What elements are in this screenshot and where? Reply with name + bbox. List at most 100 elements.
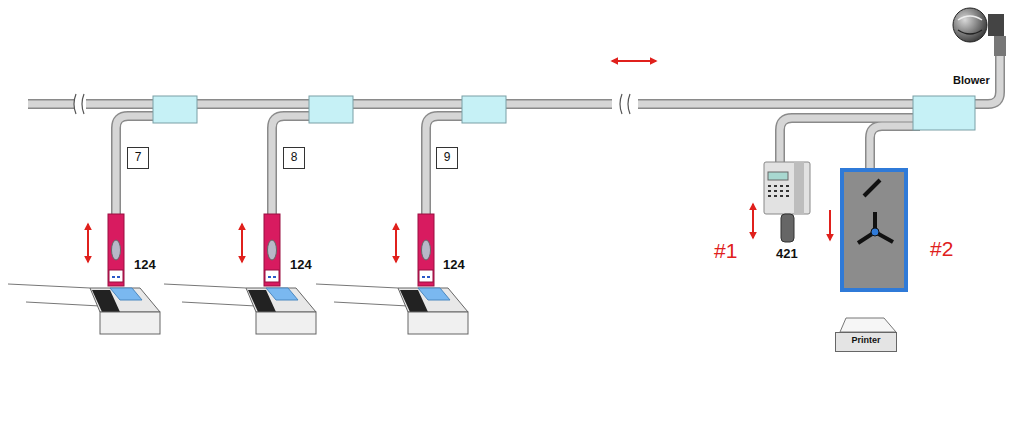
pipe bbox=[870, 126, 920, 172]
pipe bbox=[116, 116, 162, 216]
station-number-box: 9 bbox=[436, 147, 458, 169]
unit-key bbox=[768, 195, 771, 197]
device-window bbox=[422, 240, 431, 260]
device-led bbox=[422, 276, 425, 278]
station-number-box: 7 bbox=[127, 147, 149, 169]
device-led bbox=[112, 276, 115, 278]
glass-plate bbox=[418, 288, 450, 300]
device-led bbox=[427, 276, 430, 278]
conveyor-front bbox=[100, 312, 160, 334]
blower-fan-line bbox=[958, 30, 982, 34]
motion-arrow bbox=[395, 224, 397, 262]
device-body bbox=[264, 214, 280, 286]
device-window bbox=[112, 240, 121, 260]
motion-arrow bbox=[829, 210, 831, 240]
device-led bbox=[268, 276, 271, 278]
pipe-coupling bbox=[153, 96, 197, 123]
conveyor bbox=[316, 284, 468, 334]
glass-plate bbox=[266, 288, 298, 300]
blower-flange bbox=[988, 14, 1004, 36]
unit-key bbox=[786, 185, 789, 187]
printer-label: Printer bbox=[839, 336, 893, 346]
conveyor-top bbox=[398, 288, 468, 312]
unit-key bbox=[786, 195, 789, 197]
rail bbox=[182, 302, 256, 306]
pipe bbox=[28, 99, 74, 109]
conveyor-top bbox=[246, 288, 316, 312]
device-body bbox=[108, 214, 124, 286]
blower-fan-line bbox=[958, 16, 982, 20]
device-panel bbox=[265, 270, 279, 282]
station-device bbox=[418, 214, 434, 286]
printer-paper bbox=[840, 318, 896, 332]
unit-body bbox=[764, 162, 810, 214]
pipe-coupling bbox=[462, 96, 506, 123]
blower-neck bbox=[994, 36, 1006, 56]
device-name: Blower bbox=[953, 75, 990, 86]
break-line bbox=[82, 94, 84, 114]
conveyor bbox=[164, 284, 316, 334]
unit-key bbox=[774, 185, 777, 187]
pipe bbox=[272, 116, 318, 216]
motion-arrow bbox=[241, 224, 243, 262]
motion-arrows bbox=[88, 61, 830, 262]
station-device bbox=[264, 214, 280, 286]
callout-number: #2 bbox=[930, 238, 953, 259]
pipe bbox=[870, 126, 920, 172]
device-panel bbox=[419, 270, 433, 282]
pipe bbox=[426, 116, 470, 216]
unit-stripe bbox=[794, 162, 804, 214]
part-number: 124 bbox=[443, 258, 465, 271]
station-number: 7 bbox=[131, 151, 145, 164]
rotor-hub bbox=[871, 228, 879, 236]
rail bbox=[164, 284, 246, 288]
pipe bbox=[426, 116, 470, 216]
conveyor bbox=[8, 284, 160, 334]
pipe bbox=[272, 116, 318, 216]
unit-key bbox=[780, 195, 783, 197]
rail bbox=[334, 302, 408, 306]
part-number: 124 bbox=[290, 258, 312, 271]
unit-tube bbox=[781, 214, 794, 242]
glass-plate bbox=[110, 288, 142, 300]
unit-keys bbox=[768, 185, 789, 197]
unit-key bbox=[768, 190, 771, 192]
device-led bbox=[273, 276, 276, 278]
station-device bbox=[108, 214, 124, 286]
device-window bbox=[268, 240, 277, 260]
rail bbox=[8, 284, 90, 288]
unit-key bbox=[780, 185, 783, 187]
device-panel bbox=[109, 270, 123, 282]
diverter-flap bbox=[864, 180, 880, 196]
device-led bbox=[117, 276, 120, 278]
station-number: 9 bbox=[440, 151, 454, 164]
control-unit bbox=[764, 162, 810, 242]
unit-key bbox=[768, 185, 771, 187]
pipe bbox=[116, 116, 162, 216]
unit-display bbox=[768, 172, 788, 180]
rail bbox=[316, 284, 398, 288]
conveyor-top bbox=[90, 288, 160, 312]
coupling-group bbox=[153, 96, 975, 130]
conveyor-front bbox=[408, 312, 468, 334]
part-number: 124 bbox=[134, 258, 156, 271]
motion-arrow bbox=[612, 60, 656, 62]
pipe-coupling bbox=[309, 96, 353, 123]
unit-key bbox=[774, 190, 777, 192]
part-number: 421 bbox=[776, 247, 798, 260]
pipe-coupling bbox=[913, 96, 975, 130]
callout-number: #1 bbox=[714, 240, 737, 261]
blower-housing bbox=[953, 8, 987, 42]
break-line bbox=[628, 94, 630, 114]
printer-box: Printer bbox=[835, 332, 897, 352]
conveyor-front bbox=[256, 312, 316, 334]
cabinet-body bbox=[842, 170, 906, 290]
break-line bbox=[74, 94, 76, 114]
blower bbox=[953, 8, 1006, 56]
rail bbox=[26, 302, 100, 306]
unit-key bbox=[786, 190, 789, 192]
motion-arrow bbox=[87, 224, 89, 262]
pipe bbox=[28, 101, 74, 108]
